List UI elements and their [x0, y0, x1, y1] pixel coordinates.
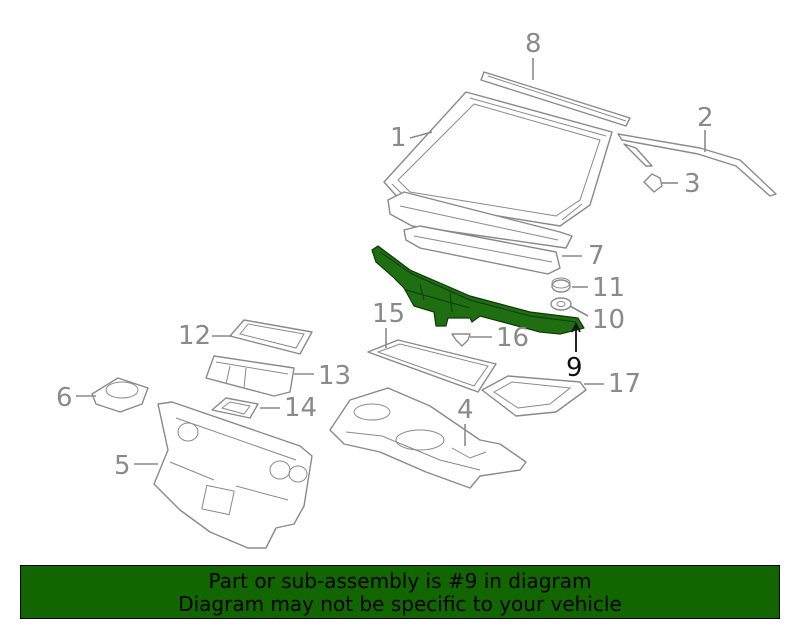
- svg-text:10: 10: [592, 305, 625, 335]
- svg-text:15: 15: [372, 299, 405, 329]
- callout-17: 17: [584, 369, 641, 399]
- callout-8: 8: [525, 29, 542, 80]
- part-11-cap: [551, 277, 571, 293]
- callout-12: 12: [178, 321, 232, 351]
- callout-9: 9: [566, 321, 583, 383]
- callout-11: 11: [572, 273, 625, 303]
- part-9-cowl-panel-highlighted: [371, 245, 585, 335]
- svg-text:16: 16: [496, 323, 529, 353]
- parts-diagram: 1 2 3 4 5 6 7 8 9 10 11 12: [56, 29, 777, 549]
- svg-text:8: 8: [525, 29, 542, 59]
- part-12-filter: [229, 319, 313, 355]
- svg-text:6: 6: [56, 383, 73, 413]
- svg-text:14: 14: [284, 393, 317, 423]
- callout-14: 14: [260, 393, 317, 423]
- part-16-clip: [451, 333, 471, 347]
- svg-text:4: 4: [457, 395, 474, 425]
- part-15-cowl-panel: [367, 339, 497, 393]
- part-4-plenum: [329, 387, 527, 489]
- svg-text:1: 1: [390, 123, 407, 153]
- callout-16: 16: [470, 323, 529, 353]
- callout-10: 10: [569, 305, 625, 335]
- callout-13: 13: [294, 361, 351, 391]
- callout-6: 6: [56, 383, 96, 413]
- banner-line-disclaimer: Diagram may not be specific to your vehi…: [178, 592, 622, 616]
- callout-2: 2: [697, 103, 714, 152]
- part-10-nut: [550, 297, 572, 311]
- part-3-clip: [643, 173, 663, 193]
- svg-text:12: 12: [178, 321, 211, 351]
- svg-text:17: 17: [608, 369, 641, 399]
- callout-3: 3: [662, 169, 701, 199]
- part-1-windshield: [383, 91, 613, 249]
- part-6-mount: [91, 377, 149, 413]
- callout-7: 7: [562, 241, 605, 271]
- svg-text:9: 9: [566, 353, 583, 383]
- callout-4: 4: [457, 395, 474, 446]
- part-5-dash-panel: [153, 401, 313, 549]
- svg-text:3: 3: [684, 169, 701, 199]
- callout-15: 15: [372, 299, 405, 348]
- info-banner: Part or sub-assembly is #9 in diagram Di…: [20, 565, 780, 619]
- part-13-housing: [205, 355, 295, 397]
- part-7-cowl-seal: [403, 225, 561, 275]
- svg-text:5: 5: [114, 451, 131, 481]
- svg-text:2: 2: [697, 103, 714, 133]
- callout-1: 1: [390, 123, 433, 153]
- svg-text:13: 13: [318, 361, 351, 391]
- part-14-plate: [211, 397, 259, 419]
- svg-text:11: 11: [592, 273, 625, 303]
- part-8-windshield-top-molding: [480, 71, 631, 127]
- svg-text:7: 7: [588, 241, 605, 271]
- part-17-bracket: [481, 375, 587, 417]
- callout-5: 5: [114, 451, 158, 481]
- part-2-side-molding: [617, 133, 777, 197]
- banner-line-part: Part or sub-assembly is #9 in diagram: [208, 569, 592, 593]
